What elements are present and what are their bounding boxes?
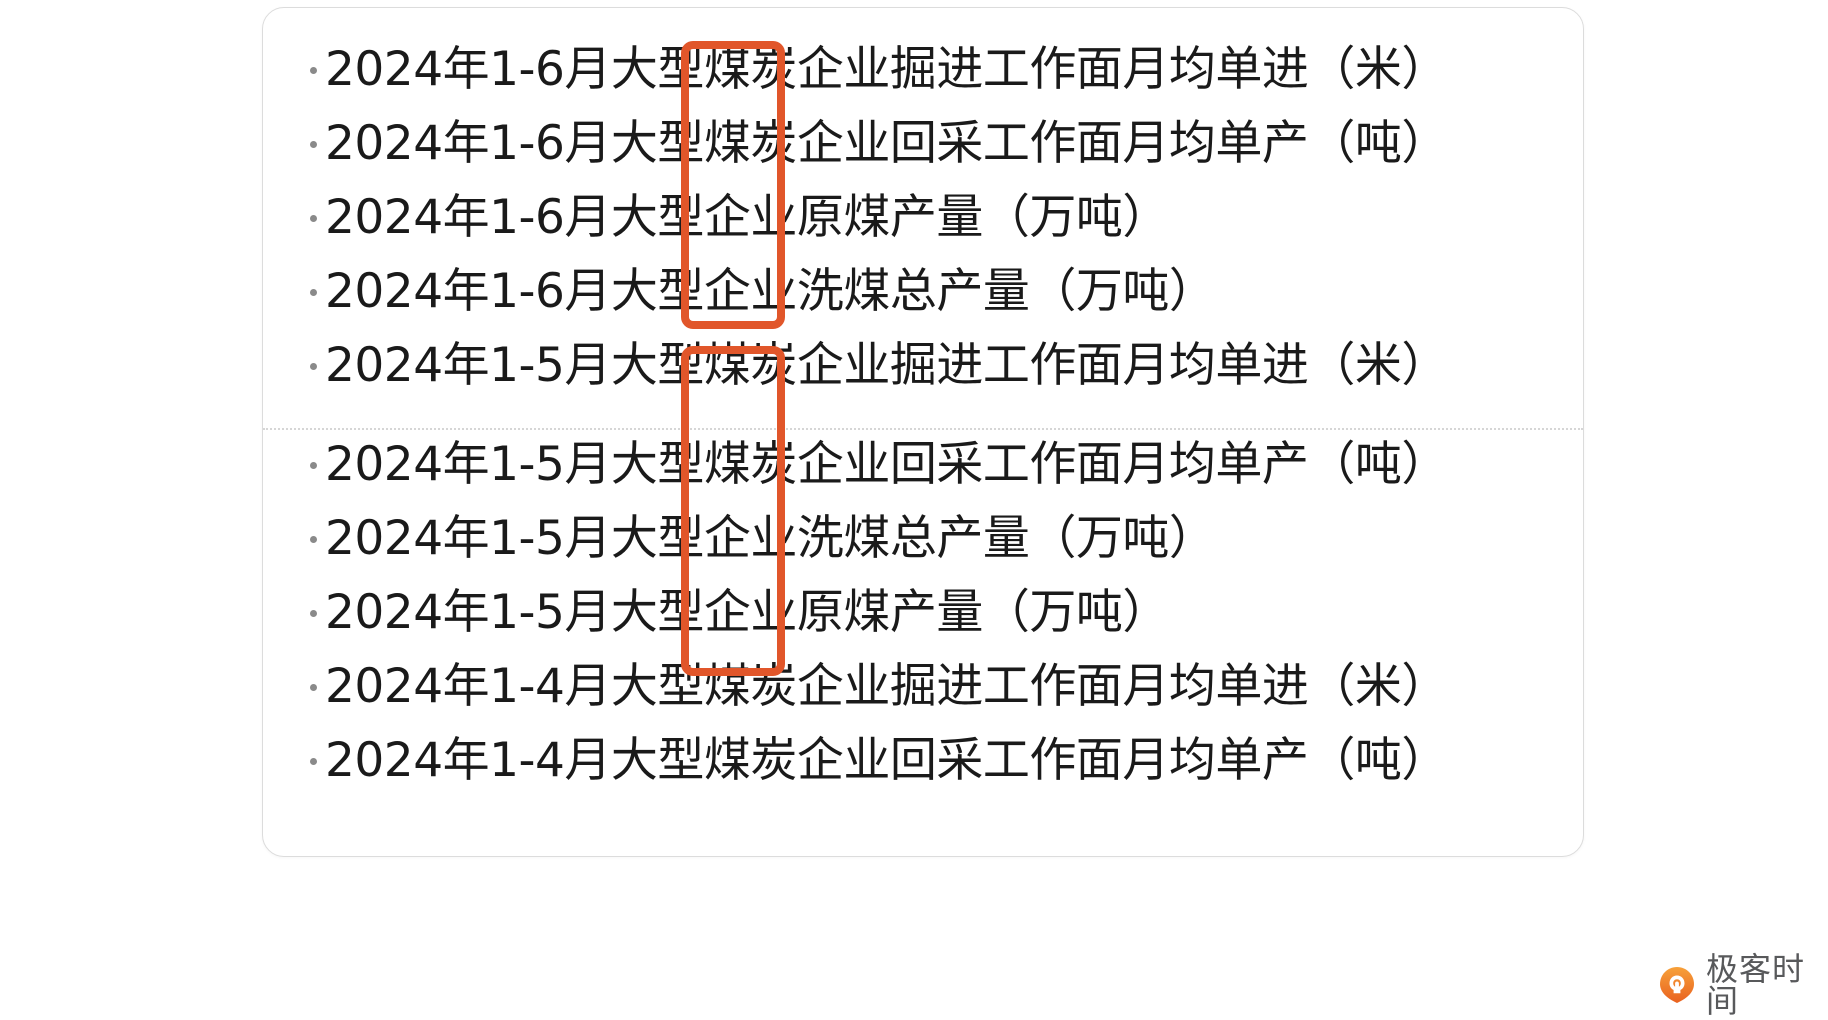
bullet-dot-icon (310, 757, 317, 765)
content-card: 2024年1-6月大型煤炭企业掘进工作面月均单进（米） 2024年1-6月大型煤… (262, 7, 1584, 857)
list-item[interactable]: 2024年1-5月大型煤炭企业掘进工作面月均单进（米） (263, 328, 1583, 402)
list-item-label: 2024年1-5月大型煤炭企业掘进工作面月均单进（米） (325, 337, 1448, 393)
watermark-label: 极客时间 (1706, 950, 1806, 1020)
watermark: 极客时间 (1658, 953, 1828, 1017)
item-list: 2024年1-6月大型煤炭企业掘进工作面月均单进（米） 2024年1-6月大型煤… (263, 8, 1583, 797)
list-item-label: 2024年1-6月大型煤炭企业回采工作面月均单产（吨） (325, 115, 1448, 171)
list-item[interactable]: 2024年1-4月大型煤炭企业回采工作面月均单产（吨） (263, 723, 1583, 797)
list-item-label: 2024年1-4月大型煤炭企业回采工作面月均单产（吨） (325, 732, 1448, 788)
bullet-dot-icon (310, 535, 317, 543)
bullet-dot-icon (310, 214, 317, 222)
bullet-dot-icon (310, 362, 317, 370)
bullet-dot-icon (310, 140, 317, 148)
geektime-pin-logo-icon (1658, 966, 1696, 1004)
list-item[interactable]: 2024年1-6月大型企业洗煤总产量（万吨） (263, 254, 1583, 328)
list-item[interactable]: 2024年1-5月大型企业原煤产量（万吨） (263, 575, 1583, 649)
list-item[interactable]: 2024年1-5月大型企业洗煤总产量（万吨） (263, 501, 1583, 575)
bullet-dot-icon (310, 461, 317, 469)
list-item[interactable]: 2024年1-5月大型煤炭企业回采工作面月均单产（吨） (263, 427, 1583, 501)
list-item[interactable]: 2024年1-6月大型煤炭企业掘进工作面月均单进（米） (263, 32, 1583, 106)
list-item[interactable]: 2024年1-6月大型企业原煤产量（万吨） (263, 180, 1583, 254)
list-item[interactable]: 2024年1-4月大型煤炭企业掘进工作面月均单进（米） (263, 649, 1583, 723)
bullet-dot-icon (310, 683, 317, 691)
list-item[interactable]: 2024年1-6月大型煤炭企业回采工作面月均单产（吨） (263, 106, 1583, 180)
list-item-label: 2024年1-6月大型企业原煤产量（万吨） (325, 189, 1169, 245)
list-item-label: 2024年1-4月大型煤炭企业掘进工作面月均单进（米） (325, 658, 1448, 714)
list-item-label: 2024年1-6月大型企业洗煤总产量（万吨） (325, 263, 1216, 319)
list-item-label: 2024年1-6月大型煤炭企业掘进工作面月均单进（米） (325, 41, 1448, 97)
list-item-label: 2024年1-5月大型企业洗煤总产量（万吨） (325, 510, 1216, 566)
list-item-label: 2024年1-5月大型企业原煤产量（万吨） (325, 584, 1169, 640)
list-item-label: 2024年1-5月大型煤炭企业回采工作面月均单产（吨） (325, 436, 1448, 492)
list-divider (263, 428, 1583, 430)
bullet-dot-icon (310, 66, 317, 74)
bullet-dot-icon (310, 609, 317, 617)
bullet-dot-icon (310, 288, 317, 296)
